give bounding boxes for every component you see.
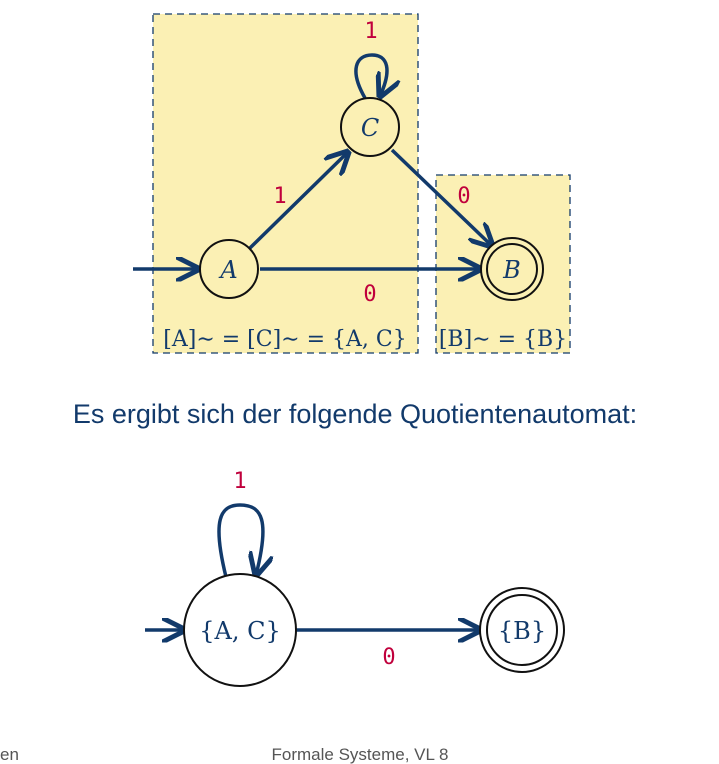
state-c-label: C [361,114,379,142]
edge-c-self-loop [354,53,387,98]
upper-edges [133,53,492,269]
edge-a-to-b-label: 0 [363,282,376,307]
edge-c-to-b [390,148,492,246]
state-b-inner [486,243,538,295]
state-b-label: B [502,256,521,284]
edge-c-to-b-label: 0 [457,184,470,209]
quotient-self-loop-label: 1 [233,469,246,494]
edge-a-to-c-label: 1 [273,184,286,209]
class-box-ac [152,13,419,354]
caption: Es ergibt sich der folgende Quotientenau… [73,399,637,429]
quotient-edges [145,503,480,630]
state-b-outer [480,237,544,301]
footer-center: Formale Systeme, VL 8 [272,745,449,764]
state-qb-label: {B} [498,617,546,645]
edge-c-self-label: 1 [364,19,377,44]
state-qb-inner [486,594,558,666]
state-a-label: A [218,256,237,284]
edge-a-to-c [248,152,348,250]
quotient-edge-label: 0 [382,645,395,670]
class-label-ac: [A]∼ = [C]∼ = {A, C} [163,327,406,352]
state-a [199,239,259,299]
class-label-b: [B]∼ = {B} [439,327,567,352]
state-c [340,97,400,157]
footer-left: en [0,745,19,764]
state-qb-outer [479,587,565,673]
edge-ac-self-loop [217,503,263,577]
state-ac-label: {A, C} [199,617,281,645]
state-ac [183,573,297,687]
